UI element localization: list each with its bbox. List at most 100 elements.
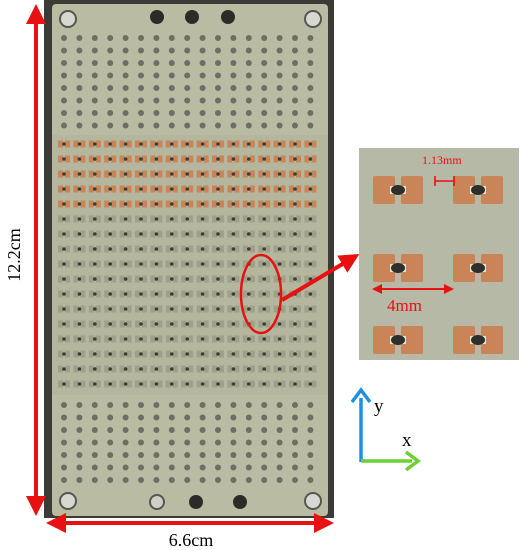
unit-cell <box>181 200 194 208</box>
via-hole <box>230 85 237 91</box>
via-hole <box>76 122 83 129</box>
unit-cell <box>289 230 301 238</box>
via-hole <box>199 47 206 54</box>
via-hole <box>168 464 175 471</box>
via-hole <box>230 477 237 483</box>
unit-cell <box>88 260 101 268</box>
unit-cell <box>212 320 224 328</box>
unit-cell <box>196 215 209 223</box>
via-hole <box>122 85 129 91</box>
via-hole <box>276 72 283 79</box>
via-hole <box>138 85 144 91</box>
via-hole <box>153 439 160 446</box>
via-hole <box>61 47 67 54</box>
unit-cell <box>212 185 224 193</box>
via-hole <box>138 464 144 471</box>
via-hole <box>276 122 283 129</box>
via-hole <box>261 402 268 408</box>
unit-cell <box>58 200 70 208</box>
unit-cell <box>227 290 240 298</box>
unit-cell <box>273 170 286 178</box>
via-hole <box>76 427 83 433</box>
unit-cell <box>88 245 101 253</box>
via-hole <box>76 439 83 446</box>
unit-cell <box>304 320 317 328</box>
unit-cell <box>135 335 147 343</box>
via-hole <box>215 122 221 129</box>
via-hole <box>76 452 83 458</box>
unit-cell <box>88 305 101 313</box>
via-hole <box>168 427 175 433</box>
via-hole <box>292 427 298 433</box>
unit-cell <box>88 200 101 208</box>
gap-label: 1.13mm <box>422 153 462 167</box>
via-hole <box>245 439 252 446</box>
via-hole <box>91 72 98 79</box>
via-hole <box>292 47 298 54</box>
unit-cell <box>196 320 209 328</box>
via-hole <box>215 60 221 66</box>
unit-cell <box>227 365 240 373</box>
unit-cell <box>88 275 101 283</box>
inset-unit-cell <box>453 176 503 204</box>
unit-cell <box>227 155 240 163</box>
via-hole <box>215 110 221 116</box>
via-hole <box>138 122 144 129</box>
unit-cell <box>227 275 240 283</box>
unit-cell <box>135 155 147 163</box>
unit-cell <box>273 140 286 148</box>
unit-cell <box>150 260 163 268</box>
via-hole <box>138 414 144 421</box>
unit-cell <box>196 335 209 343</box>
unit-cell <box>227 380 240 388</box>
unit-cell <box>104 290 117 298</box>
unit-cell <box>181 260 194 268</box>
via-hole <box>91 35 98 41</box>
via-hole <box>153 72 160 79</box>
via-hole <box>276 477 283 483</box>
via-hole <box>107 85 114 91</box>
via-hole <box>245 477 252 483</box>
unit-cell <box>73 365 86 373</box>
unit-cell <box>150 290 163 298</box>
unit-cell <box>119 320 132 328</box>
via-hole <box>76 72 83 79</box>
via-hole <box>307 402 314 408</box>
unit-cell <box>227 245 240 253</box>
via-hole <box>307 47 314 54</box>
via-hole <box>245 402 252 408</box>
via-hole <box>307 427 314 433</box>
unit-cell <box>165 320 178 328</box>
unit-cell <box>150 305 163 313</box>
via-hole <box>153 414 160 421</box>
unit-cell <box>196 260 209 268</box>
via-hole <box>276 85 283 91</box>
unit-cell <box>135 230 147 238</box>
via-hole <box>261 439 268 446</box>
unit-cell <box>119 170 132 178</box>
unit-cell <box>58 275 70 283</box>
via-hole <box>122 452 129 458</box>
unit-cell <box>165 305 178 313</box>
unit-cell <box>196 305 209 313</box>
unit-cell <box>73 275 86 283</box>
unit-cell <box>212 380 224 388</box>
unit-cell <box>135 215 147 223</box>
unit-cell <box>88 380 101 388</box>
via-hole <box>91 47 98 54</box>
unit-cell <box>58 380 70 388</box>
unit-cell <box>289 260 301 268</box>
unit-cell <box>212 140 224 148</box>
unit-cell <box>242 335 255 343</box>
via-hole <box>307 464 314 471</box>
via-hole <box>230 97 237 104</box>
via-hole <box>261 72 268 79</box>
via-hole <box>245 452 252 458</box>
via-hole <box>107 35 114 41</box>
via-hole <box>292 97 298 104</box>
via-hole <box>107 72 114 79</box>
unit-cell <box>227 215 240 223</box>
via-hole <box>276 427 283 433</box>
unit-cell <box>258 380 271 388</box>
unit-cell <box>88 140 101 148</box>
